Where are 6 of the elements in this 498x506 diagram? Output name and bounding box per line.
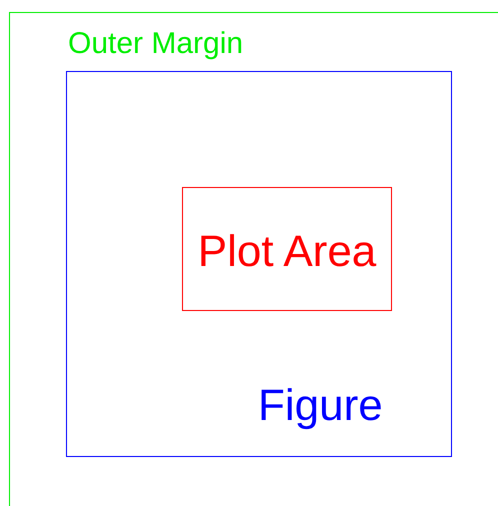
figure-box bbox=[66, 71, 452, 457]
box-label: Outer Margin bbox=[68, 29, 244, 59]
box-label: Plot Area bbox=[198, 230, 376, 274]
box-label: Figure bbox=[258, 384, 383, 428]
plot-area-box bbox=[182, 187, 392, 311]
outer-margin-frame bbox=[9, 12, 498, 506]
